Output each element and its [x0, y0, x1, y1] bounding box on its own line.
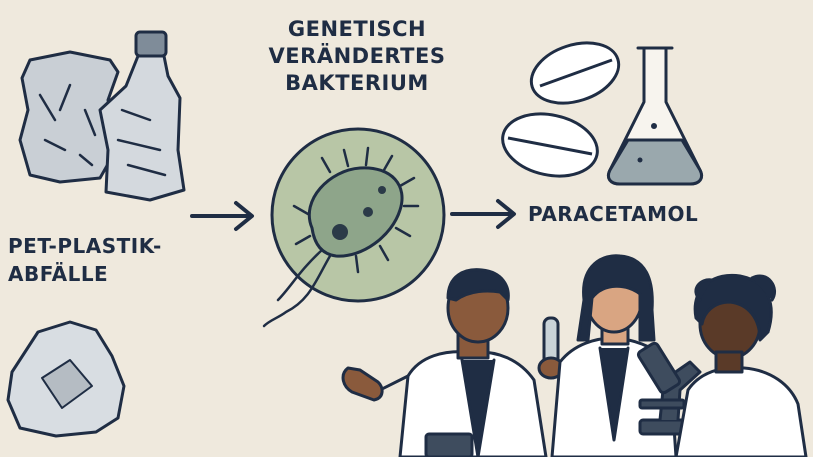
erlenmeyer-flask-icon: [606, 46, 704, 186]
scientist-left: [341, 268, 565, 457]
tablet-icon: [501, 41, 621, 178]
scientist-right: [674, 273, 808, 457]
input-label-line-1: PET-PLASTIK-: [8, 234, 162, 258]
arrow-right-2: [450, 199, 516, 229]
input-label: PET-PLASTIK- ABFÄLLE: [8, 232, 162, 288]
process-label-line-1: GENETISCH: [287, 17, 427, 41]
process-label-line-2: VERÄNDERTES: [268, 44, 446, 68]
process-label: GENETISCH VERÄNDERTES BAKTERIUM: [240, 16, 474, 97]
plastic-waste-icon: [6, 320, 126, 438]
output-label: PARACETAMOL: [528, 202, 699, 226]
process-label-line-3: BAKTERIUM: [285, 71, 429, 95]
plastic-bottle-icon: [98, 30, 186, 202]
bacterium-icon: [262, 127, 446, 328]
input-label-line-2: ABFÄLLE: [8, 262, 109, 286]
scientists-illustration: [341, 254, 808, 457]
arrow-right-1: [190, 201, 254, 231]
